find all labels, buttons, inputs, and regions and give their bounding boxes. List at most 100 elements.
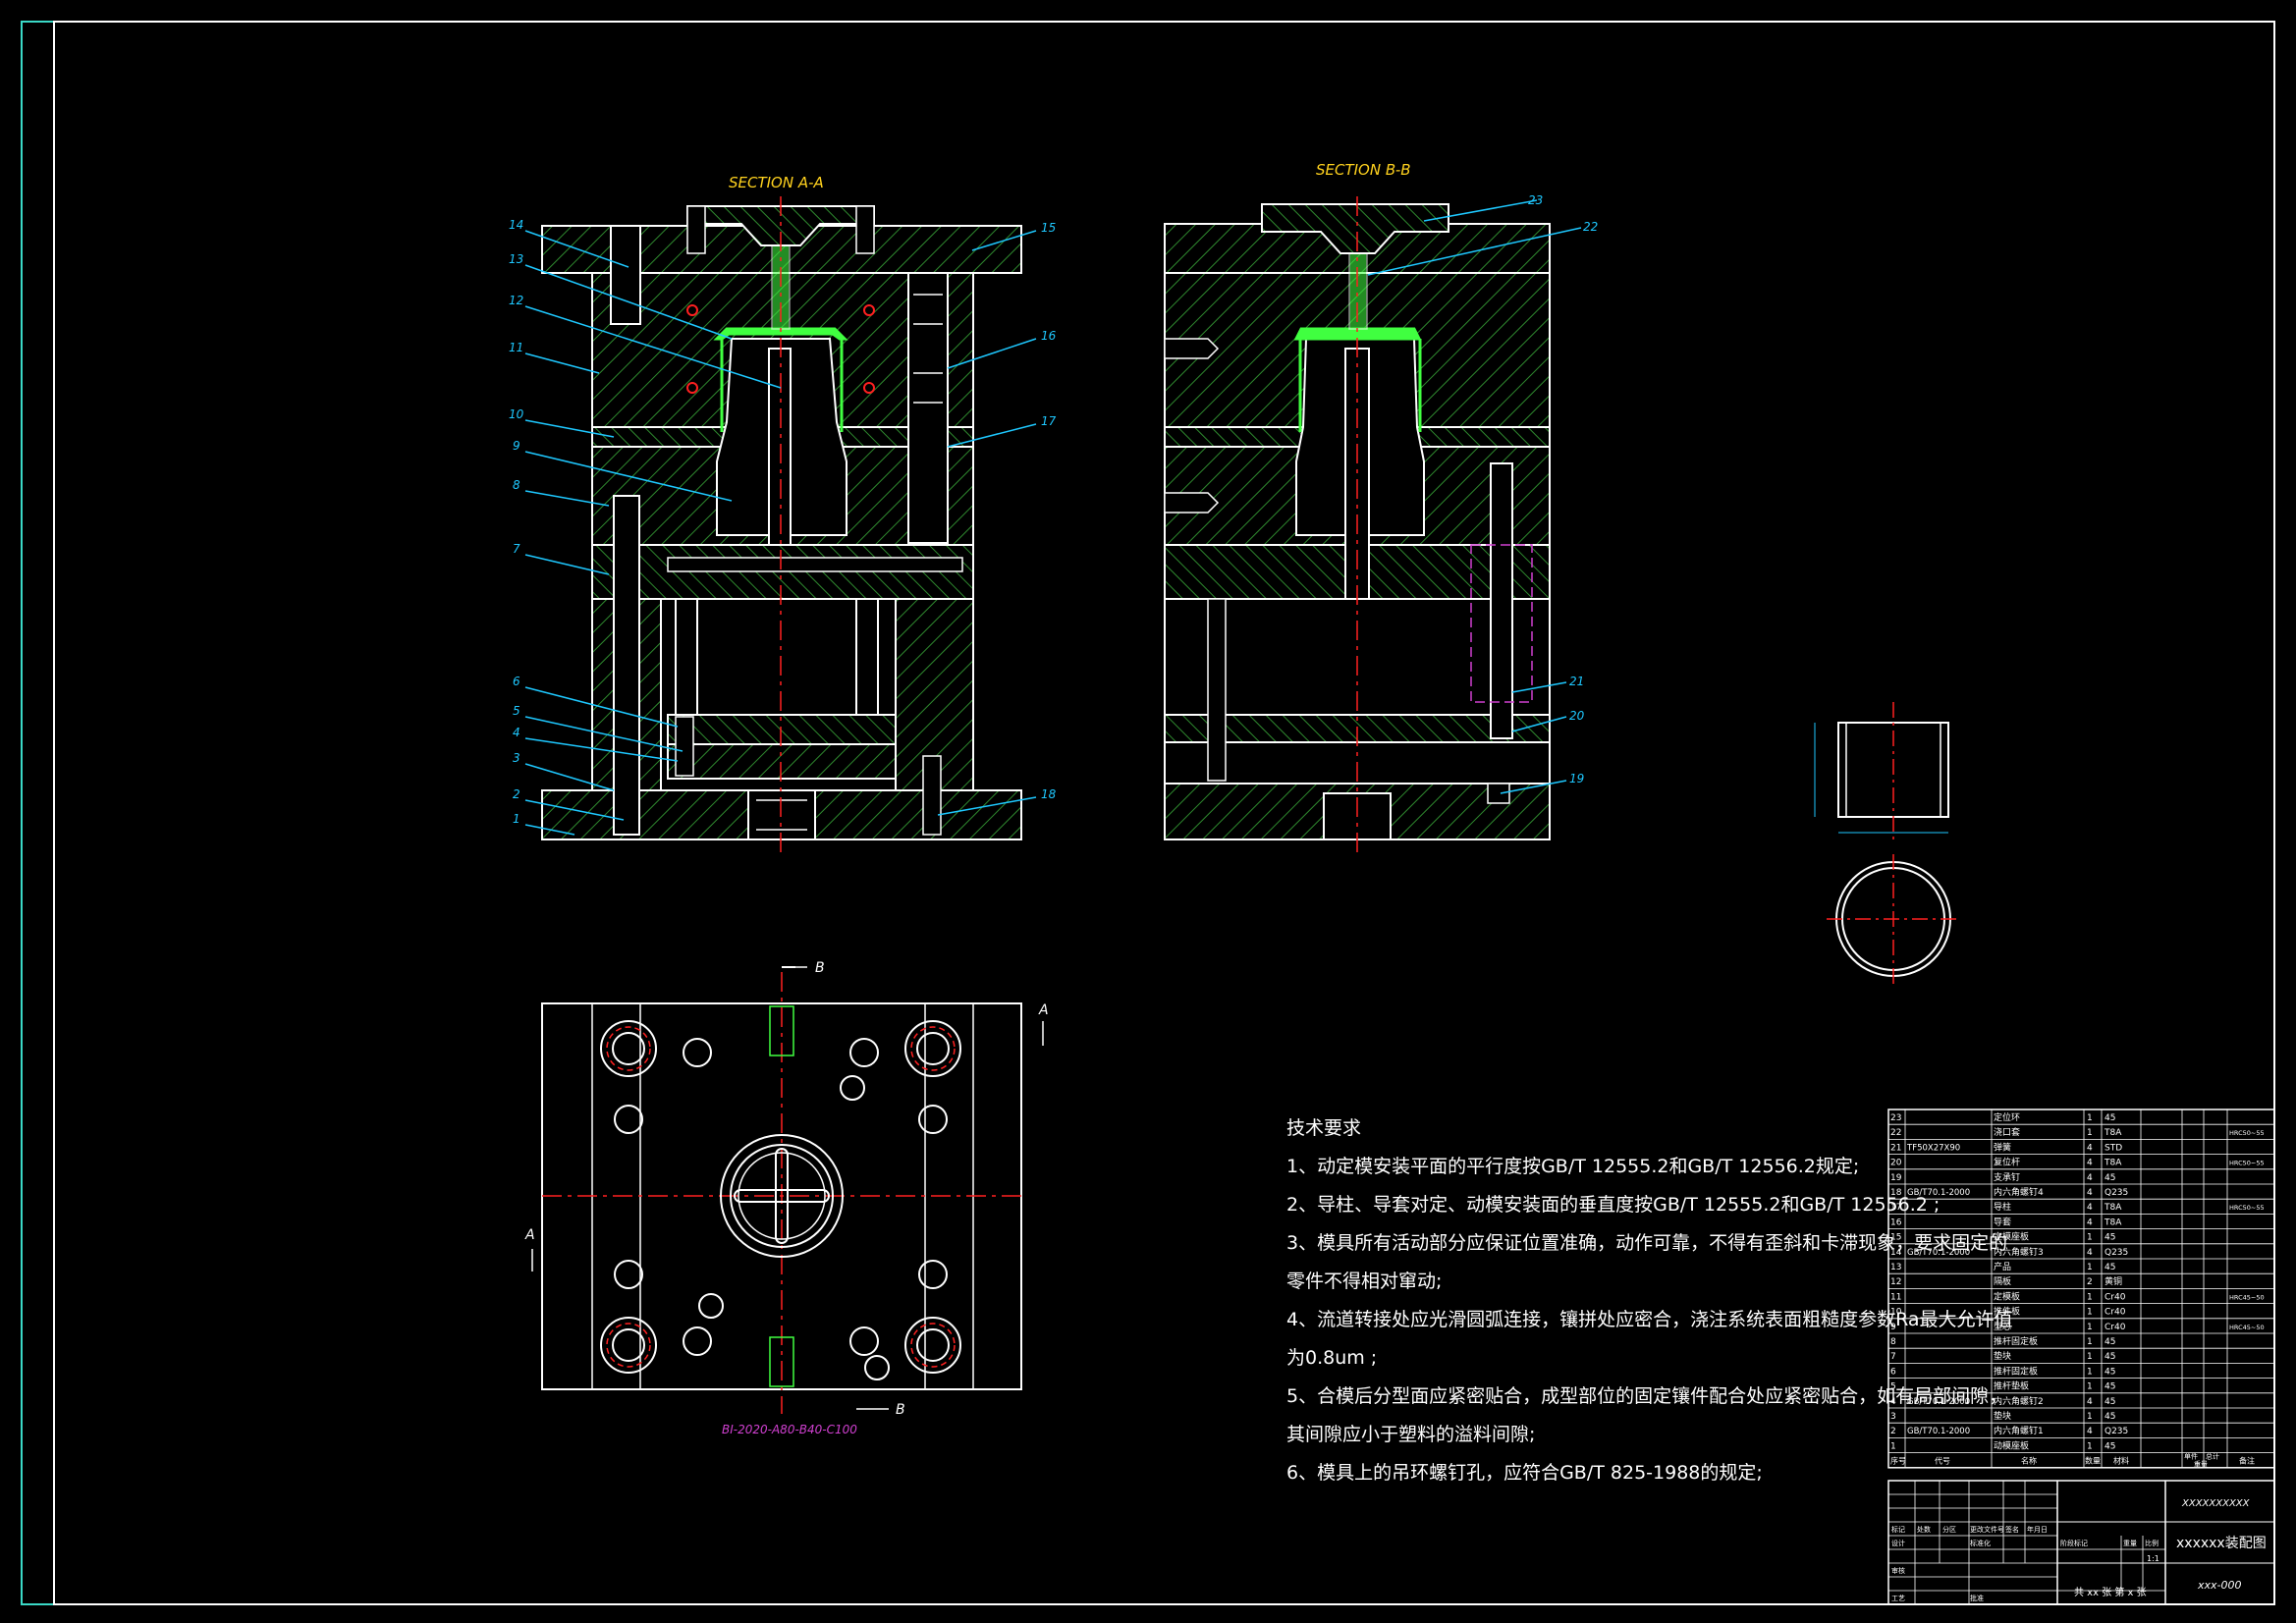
callout-3: 3 (513, 751, 520, 765)
bom-qty: 1 (2087, 1292, 2093, 1302)
tech-title: 技术要求 (1286, 1117, 1362, 1139)
bom-name: 推杆固定板 (1994, 1335, 2038, 1347)
callout-14: 14 (509, 218, 523, 232)
bom-name: 隔板 (1994, 1275, 2011, 1287)
bom-name: 推件板 (1994, 1306, 2020, 1318)
bom-qty: 2 (2087, 1277, 2093, 1287)
bom-material: Cr40 (2105, 1323, 2126, 1332)
bom-material: 45 (2105, 1352, 2115, 1362)
tech-line-3: 3、模具所有活动部分应保证位置准确，动作可靠，不得有歪斜和卡滞现象，要求固定的 (1286, 1232, 2008, 1254)
callout-10: 10 (509, 407, 524, 421)
callout-labels-a: 1 2 3 4 5 6 7 8 9 10 11 12 13 14 15 16 1… (509, 218, 1057, 826)
section-b-view: SECTION B-B 19 20 21 (1164, 161, 1598, 854)
bom-no: 15 (1890, 1233, 1901, 1243)
callout-1: 1 (513, 812, 520, 826)
bom-material: Cr40 (2105, 1292, 2126, 1302)
bom-note: HRC50~55 (2229, 1160, 2265, 1167)
bom-material: 45 (2105, 1173, 2115, 1183)
bom-no: 14 (1890, 1248, 1902, 1258)
callouts-a (524, 230, 1037, 836)
bom-material: 45 (2105, 1233, 2115, 1243)
bom-qty: 1 (2087, 1308, 2093, 1318)
bom-note: HRC45~50 (2229, 1293, 2265, 1301)
tb-label-scale: 比例 (2145, 1539, 2159, 1547)
tb-label-date: 年月日 (2027, 1525, 2048, 1534)
callout-19: 19 (1569, 772, 1584, 785)
bom-no: 6 (1890, 1367, 1896, 1377)
tech-line-5: 4、流道转接处应光滑圆弧连接，镶拼处应密合，浇注系统表面粗糙度参数Ra最大允许值 (1286, 1309, 2013, 1330)
bom-code: GB/T70.1-2000 (1907, 1188, 1970, 1198)
bom-h-note: 备注 (2239, 1456, 2255, 1466)
bom-name: 内六角螺钉3 (1994, 1246, 2044, 1258)
tb-label-mark: 标记 (1891, 1525, 1905, 1534)
long-screw (613, 495, 640, 836)
bom-qty: 1 (2087, 1113, 2093, 1123)
bom-material: 45 (2105, 1382, 2115, 1392)
bom-no: 21 (1890, 1143, 1901, 1153)
title-block: 标记 处数 分区 更改文件号 签名 年月日 设计 标准化 阶段标记 重量 比例 … (1887, 1480, 2275, 1605)
technical-requirements: 技术要求 1、动定模安装平面的平行度按GB/T 12555.2和GB/T 125… (1286, 1109, 2013, 1492)
callout-17: 17 (1041, 414, 1057, 428)
tb-sheets: 共 xx 张 第 x 张 (2074, 1586, 2147, 1598)
ejector-plate (667, 743, 897, 780)
tb-label-change: 更改文件号 (1970, 1525, 2004, 1534)
bom-name: 定模板 (1994, 1290, 2020, 1302)
bom-material: 45 (2105, 1263, 2115, 1272)
bom-name: 垫块 (1994, 1410, 2011, 1422)
bom-no: 10 (1890, 1308, 1902, 1318)
bom-h-weight: 重量 (2194, 1461, 2208, 1469)
tb-label-count: 处数 (1917, 1525, 1931, 1534)
bom-name: 支承钉 (1994, 1171, 2020, 1183)
callout-8: 8 (513, 478, 520, 492)
tb-label-sign: 签名 (2005, 1525, 2019, 1534)
callout-11: 11 (509, 341, 523, 354)
bom-no: 17 (1890, 1203, 1901, 1213)
bom-qty: 1 (2087, 1233, 2093, 1243)
plan-view: B A A B BI-2020-A80-B40-C100 (524, 960, 1049, 1436)
tech-line-9: 6、模具上的吊环螺钉孔，应符合GB/T 825-1988的规定; (1286, 1462, 1763, 1484)
bom-no: 2 (1890, 1427, 1896, 1436)
bom-h-code: 代号 (1935, 1456, 1950, 1466)
bom-material: Q235 (2105, 1188, 2128, 1198)
bom-no: 19 (1890, 1173, 1902, 1183)
callout-6: 6 (513, 675, 520, 688)
section-a-title: SECTION A-A (729, 174, 824, 191)
callout-22: 22 (1583, 220, 1598, 234)
bom-no: 9 (1890, 1323, 1896, 1332)
bom-no: 5 (1890, 1382, 1896, 1392)
callout-15: 15 (1041, 221, 1056, 235)
product-detail (1814, 702, 1960, 984)
tb-label-weight: 重量 (2123, 1540, 2137, 1547)
bom-note: HRC50~55 (2229, 1204, 2265, 1212)
bom-material: 45 (2105, 1441, 2115, 1451)
tb-label-std: 标准化 (1970, 1539, 1991, 1547)
bom-name: 导柱 (1994, 1201, 2011, 1213)
bom-qty: 1 (2087, 1128, 2093, 1138)
tb-label-approve: 批准 (1970, 1594, 1984, 1602)
bom-qty: 4 (2087, 1248, 2093, 1258)
bom-qty: 4 (2087, 1427, 2093, 1436)
bom-no: 11 (1890, 1292, 1901, 1302)
bom-name: 推杆垫板 (1994, 1380, 2029, 1392)
bom-code: GB/T70.1-2000 (1907, 1427, 1970, 1436)
section-b-title: SECTION B-B (1316, 161, 1411, 179)
bom-name: 弹簧 (1994, 1141, 2011, 1153)
guide-bushing (907, 272, 949, 544)
plan-mark-a-left: A (524, 1227, 535, 1243)
bom-name: 内六角螺钉4 (1994, 1186, 2044, 1198)
bom-material: T8A (2104, 1217, 2122, 1227)
tb-label-zone: 分区 (1942, 1525, 1956, 1534)
bom-qty: 4 (2087, 1173, 2093, 1183)
bom-qty: 1 (2087, 1263, 2093, 1272)
bom-material: 45 (2105, 1397, 2115, 1407)
bom-no: 18 (1890, 1188, 1902, 1198)
callout-2: 2 (513, 787, 520, 801)
tech-line-8: 其间隙应小于塑料的溢料间隙; (1286, 1424, 1536, 1445)
callout-23: 23 (1528, 193, 1543, 207)
bom-h-no: 序号 (1890, 1456, 1906, 1466)
bom-no: 12 (1890, 1277, 1901, 1287)
bom-no: 4 (1890, 1397, 1896, 1407)
tech-line-6: 为0.8um ; (1286, 1347, 1378, 1369)
tb-scale: 1:1 (2147, 1554, 2159, 1563)
